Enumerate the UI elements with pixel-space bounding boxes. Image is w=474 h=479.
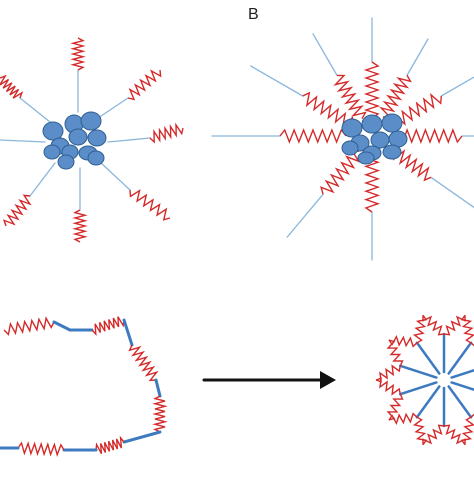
chain-linker-segment: [122, 318, 134, 347]
micelle-b-spring: [363, 153, 381, 213]
flower-petal-spring: [422, 424, 445, 445]
chain-spring-segment: [152, 395, 168, 433]
micelle-b-core-particle: [341, 118, 363, 138]
flower-petal-spring: [422, 315, 445, 336]
flower-spoke: [399, 364, 438, 379]
micelle-a-core-particle: [68, 128, 88, 146]
chain-spring-segment: [95, 435, 125, 455]
micelle-a-arm-line: [97, 97, 129, 119]
micelle-b-arm-line: [250, 65, 304, 97]
micelle-b-spring: [379, 75, 412, 118]
micelle-b-arm-line: [430, 176, 474, 209]
micelle-b-spring: [320, 149, 361, 195]
flower-spoke: [415, 385, 441, 419]
micelle-a-spring: [72, 209, 88, 243]
flower-spoke: [450, 368, 474, 379]
flower-petal-spring: [388, 334, 418, 348]
micelle-a-spring: [70, 37, 86, 71]
micelle-b-core-particle: [382, 144, 402, 160]
micelle-b-spring: [397, 128, 463, 144]
micelle-a-core-particle: [87, 150, 105, 166]
flower-petal-spring: [375, 364, 401, 383]
micelle-b-spring: [302, 91, 354, 128]
chain-spring-segment: [3, 316, 55, 336]
micelle-a-spring: [149, 122, 184, 144]
flower-petal-spring: [460, 314, 474, 344]
micelle-b-spring: [363, 61, 381, 119]
micelle-b-core-particle: [357, 151, 375, 165]
micelle-a-core-particle: [87, 129, 107, 147]
micelle-a-arm-line: [19, 97, 51, 123]
micelle-b-arm-line: [440, 76, 474, 97]
micelle-a-arm-line: [99, 161, 131, 191]
micelle-b-arm-line: [312, 33, 338, 77]
micelle-a-core-particle: [57, 154, 75, 170]
micelle-a-spring: [129, 189, 171, 221]
flower-petal-spring: [386, 393, 404, 421]
micelle-a-spring: [2, 194, 32, 227]
micelle-a-core-particle: [43, 144, 61, 160]
transition-arrow-head: [320, 371, 336, 389]
flower-spoke: [399, 381, 438, 396]
chain-linker-segment: [154, 378, 162, 398]
micelle-a-core-particle: [80, 111, 102, 131]
micelle-b-core-particle: [370, 131, 390, 149]
chain-linker-segment: [122, 430, 162, 444]
flower-spoke: [450, 381, 474, 392]
flower-spoke: [415, 341, 441, 375]
flower-spoke: [447, 341, 473, 375]
micelle-b-core-particle: [361, 114, 383, 134]
micelle-a-spring: [0, 74, 24, 99]
chain-spring-segment: [128, 344, 159, 382]
chain-linker-segment: [52, 320, 72, 332]
micelle-b-core-particle: [341, 140, 359, 156]
micelle-a-spring: [127, 69, 162, 101]
micelle-a-arm-line: [107, 137, 151, 143]
micelle-b-arm-line: [406, 38, 429, 77]
micelle-b-spring: [333, 74, 367, 120]
micelle-b-spring: [279, 128, 347, 144]
chain-spring-segment: [91, 316, 125, 337]
micelle-b-core-particle: [381, 113, 403, 133]
flower-petal-spring: [412, 416, 428, 446]
micelle-a-core-particle: [42, 121, 64, 141]
micelle-a-arm-line: [29, 162, 56, 197]
flower-petal-spring: [443, 315, 466, 336]
chain-spring-segment: [17, 441, 65, 457]
micelle-a-arm-line: [0, 139, 46, 143]
flower-petal-spring: [443, 424, 466, 445]
flower-spoke: [447, 385, 473, 419]
micelle-b-arm-line: [286, 193, 324, 238]
panel-label-b: B: [248, 6, 259, 23]
